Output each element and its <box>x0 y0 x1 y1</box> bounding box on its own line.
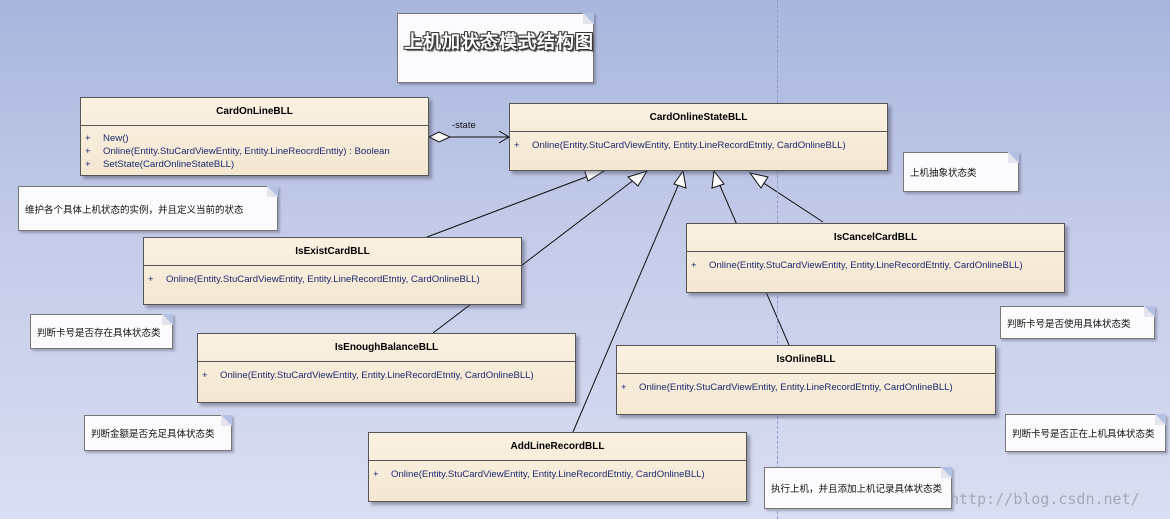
class-name: IsEnoughBalanceBLL <box>198 334 575 362</box>
note-context: 维护各个具体上机状态的实例，并且定义当前的状态 <box>18 186 278 231</box>
generalization-line-addline <box>572 180 681 433</box>
generalization-line-isenough <box>432 178 636 334</box>
generalization-triangle-isenough <box>627 170 649 187</box>
generalization-line-isexist <box>426 173 595 238</box>
class-cardonlinebll[interactable]: CardOnLineBLL +New() +Online(Entity.StuC… <box>80 97 429 176</box>
operation-setstate: +SetState(CardOnlineStateBLL) <box>85 159 235 170</box>
class-name: IsCancelCardBLL <box>687 224 1064 252</box>
operation-online: +Online(Entity.StuCardViewEntity, Entity… <box>621 382 953 393</box>
generalization-line-iscancel <box>758 179 824 223</box>
diagram-title: 上机加状态模式结构图 <box>404 32 594 52</box>
note-enough: 判断金额是否充足具体状态类 <box>84 415 232 451</box>
operation-online: +Online(Entity.StuCardViewEntity, Entity… <box>202 370 534 381</box>
class-name: IsOnlineBLL <box>617 346 995 374</box>
class-name: AddLineRecordBLL <box>369 433 746 461</box>
operation-online: +Online(Entity.StuCardViewEntity, Entity… <box>691 260 1023 271</box>
note-exist: 判断卡号是否存在具体状态类 <box>30 314 173 349</box>
note-cancel: 判断卡号是否使用具体状态类 <box>1000 306 1155 339</box>
generalization-triangle-isonline <box>711 169 725 189</box>
aggregation-diamond <box>427 131 452 143</box>
generalization-triangle-addline <box>673 169 687 189</box>
class-name: CardOnlineStateBLL <box>510 104 887 132</box>
diagram-title-note: 上机加状态模式结构图 <box>397 13 594 83</box>
watermark-text: http://blog.csdn.net/ <box>950 490 1140 508</box>
generalization-triangle-iscancel <box>748 172 769 189</box>
class-iscancelcardbll[interactable]: IsCancelCardBLL +Online(Entity.StuCardVi… <box>686 223 1065 293</box>
class-addlinerecordbll[interactable]: AddLineRecordBLL +Online(Entity.StuCardV… <box>368 432 747 502</box>
operation-online: +Online(Entity.StuCardViewEntity, Entity… <box>148 274 480 285</box>
class-isonlinebll[interactable]: IsOnlineBLL +Online(Entity.StuCardViewEn… <box>616 345 996 415</box>
class-isexistcardbll[interactable]: IsExistCardBLL +Online(Entity.StuCardVie… <box>143 237 522 305</box>
class-isenoughbalancebll[interactable]: IsEnoughBalanceBLL +Online(Entity.StuCar… <box>197 333 576 403</box>
operation-new: +New() <box>85 133 129 144</box>
class-cardonlinestatebll[interactable]: CardOnlineStateBLL +Online(Entity.StuCar… <box>509 103 888 171</box>
note-add-line: 执行上机，并且添加上机记录具体状态类 <box>764 467 952 509</box>
operation-online: +Online(Entity.StuCardViewEntity, Entity… <box>514 140 846 151</box>
class-name: IsExistCardBLL <box>144 238 521 266</box>
note-abstract-state: 上机抽象状态类 <box>903 152 1019 192</box>
operation-online: +Online(Entity.StuCardViewEntity, Entity… <box>373 469 705 480</box>
class-name: CardOnLineBLL <box>81 98 428 126</box>
operation-online: +Online(Entity.StuCardViewEntity, Entity… <box>85 146 390 157</box>
association-label: -state <box>452 120 476 131</box>
note-online: 判断卡号是否正在上机具体状态类 <box>1005 414 1166 452</box>
